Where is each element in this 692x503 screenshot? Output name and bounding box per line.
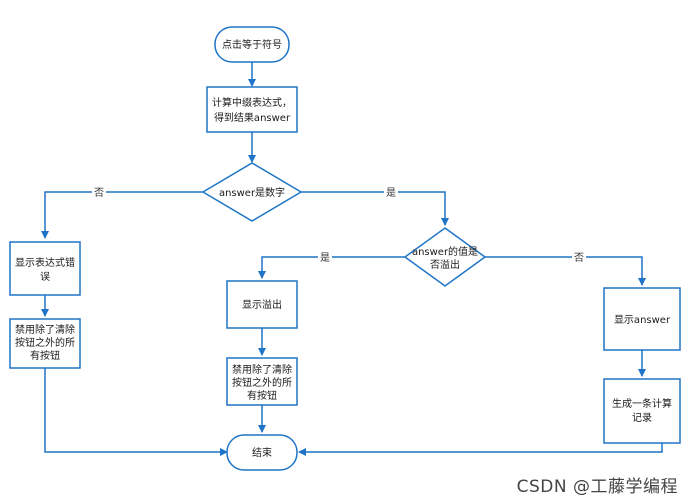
overflow-line2: 否溢出 [430, 258, 460, 271]
start-node-label: 点击等于符号 [222, 38, 282, 51]
disable-left-node: 禁用除了清除 按钮之外的所 有按钮 [9, 318, 81, 369]
overflow-decision: answer的值是 否溢出 [403, 227, 487, 287]
calc-node: 计算中缀表达式， 得到结果answer [206, 86, 298, 133]
disable-mid-line1: 禁用除了清除 [232, 363, 292, 376]
edge-decision-no [41, 191, 204, 239]
disable-left-line1: 禁用除了清除 [15, 323, 75, 336]
edge-label-no-overflow: 否 [574, 252, 584, 264]
show-overflow-node: 显示溢出 [226, 280, 298, 329]
edge-label-no-left: 否 [94, 187, 104, 199]
watermark: CSDN @工藤学编程 [516, 477, 678, 497]
edge-overflow-yes [258, 256, 406, 279]
gen-record-line1: 生成一条计算 [612, 397, 672, 410]
gen-record-line2: 记录 [632, 412, 652, 424]
show-overflow-label: 显示溢出 [242, 298, 282, 311]
show-error-node: 显示表达式错 误 [9, 241, 81, 296]
edge-left-to-end [44, 368, 228, 456]
disable-mid-line2: 按钮之外的所 [232, 376, 292, 389]
edge-label-yes-overflow: 是 [320, 252, 330, 264]
start-node: 点击等于符号 [214, 26, 290, 63]
show-error-line2: 误 [40, 271, 50, 283]
edge-record-to-end [298, 443, 663, 456]
overflow-line1: answer的值是 [412, 245, 478, 258]
is-number-label: answer是数字 [219, 186, 285, 199]
edge-decision-yes [300, 191, 449, 226]
end-node-label: 结束 [252, 446, 272, 459]
calc-node-line1: 计算中缀表达式， [212, 96, 292, 109]
edge-overflow-no [484, 256, 646, 286]
show-answer-label: 显示answer [614, 314, 671, 326]
show-answer-node: 显示answer [603, 287, 681, 351]
is-number-decision: answer是数字 [201, 162, 303, 222]
edge-label-yes-right: 是 [386, 187, 396, 199]
disable-mid-line3: 有按钮 [247, 389, 277, 402]
disable-mid-node: 禁用除了清除 按钮之外的所 有按钮 [226, 357, 298, 406]
disable-left-line3: 有按钮 [30, 349, 60, 362]
show-error-line1: 显示表达式错 [15, 256, 75, 269]
disable-left-line2: 按钮之外的所 [15, 336, 75, 349]
gen-record-node: 生成一条计算 记录 [603, 378, 681, 444]
end-node: 结束 [226, 434, 298, 471]
calc-node-line2: 得到结果answer [214, 111, 291, 124]
